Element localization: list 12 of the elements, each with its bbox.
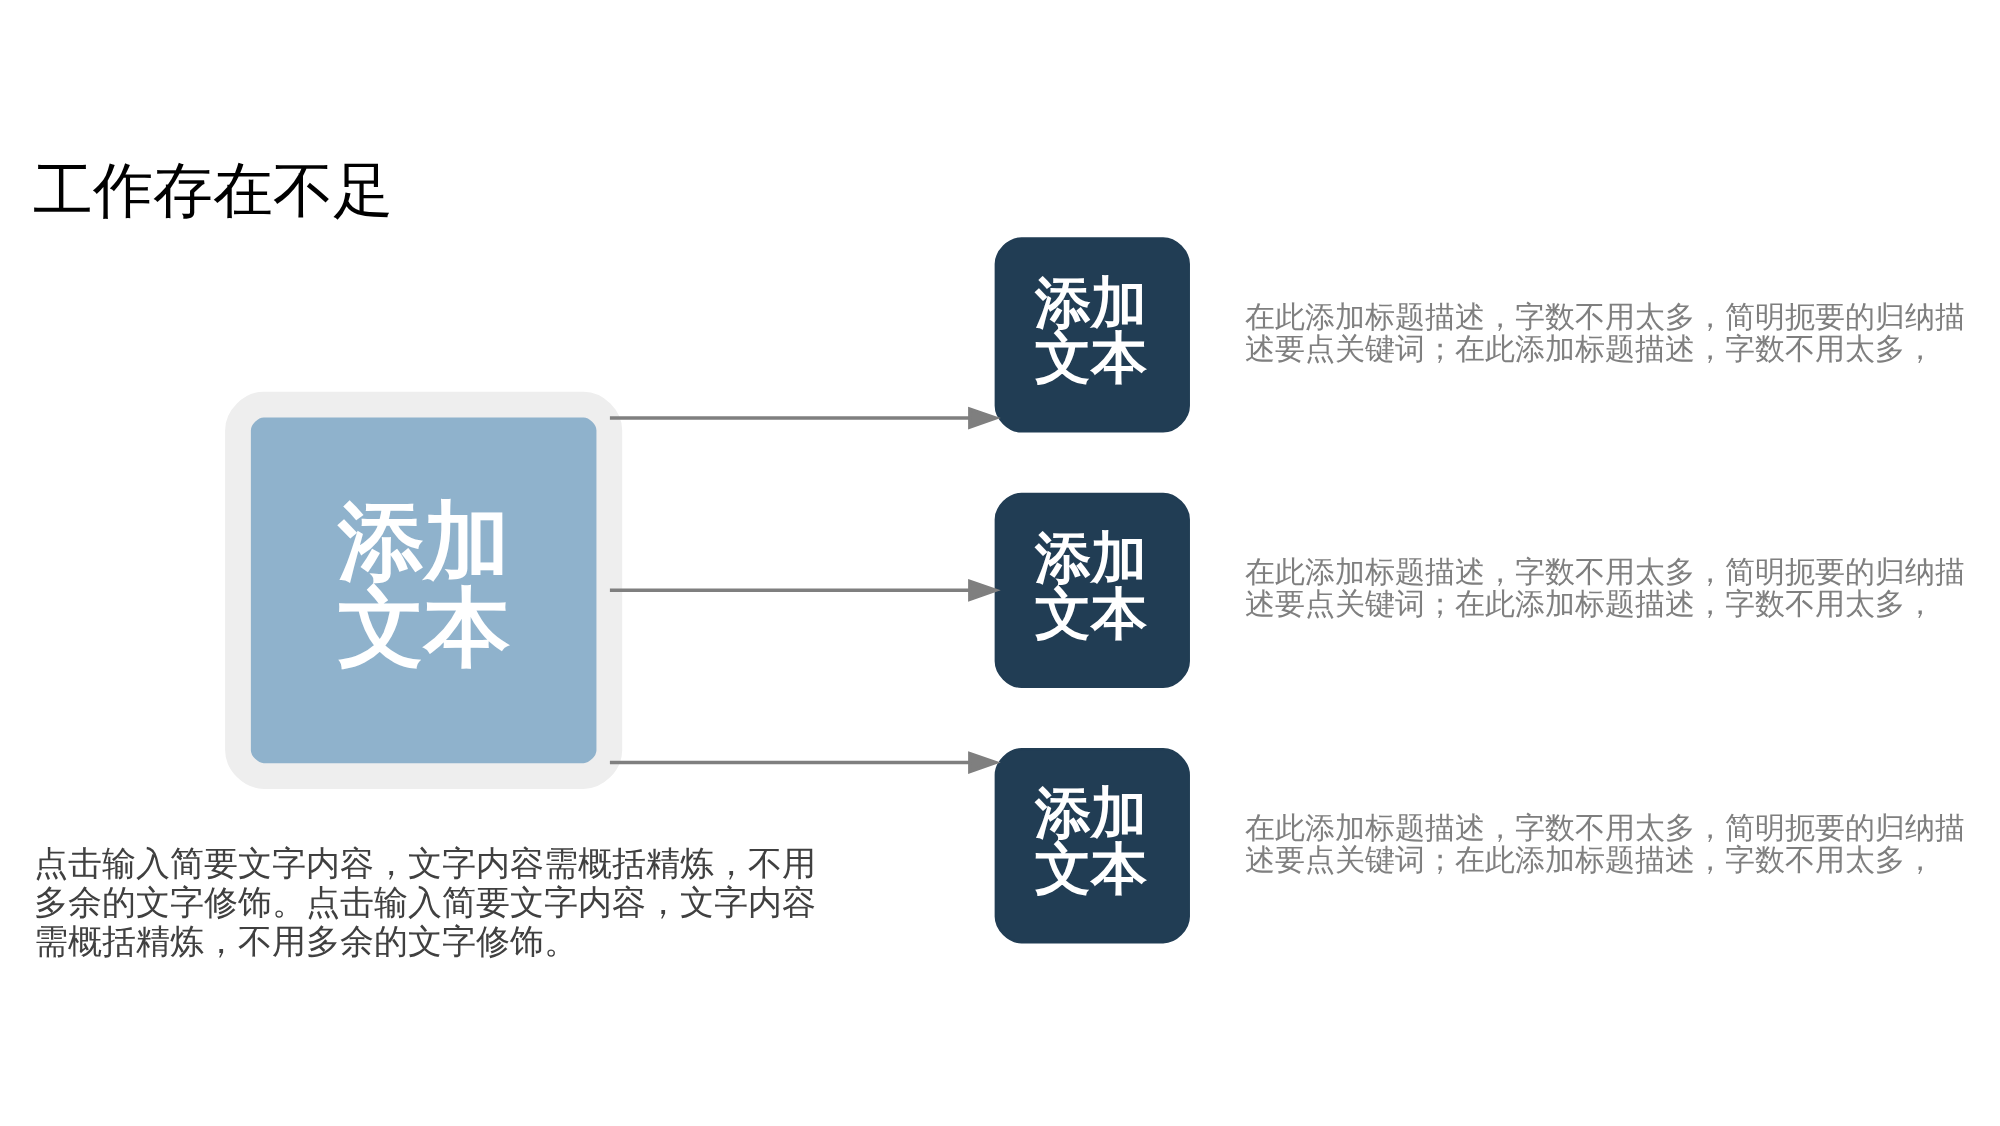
label: 点击输入简要文字内容，文字内容需概括精炼，不用多余的文字修饰。点击输入简要文字内容，文字内容需概括精炼，不用多余的文字修饰。: [34, 842, 817, 961]
node-label: 在此添加标题描述，字数不用太多，简明扼要的归纳描述要点关键词；在此添加标题描述，字数不用太多，: [1244, 809, 1965, 877]
node-label: 在此添加标题描述，字数不用太多，简明扼要的归纳描述要点关键词；在此添加标题描述，字数不用太多，: [1244, 553, 1965, 621]
node-box: 添加文本: [994, 492, 1190, 688]
arrow: [609, 750, 1001, 774]
node-label: 在此添加标题描述，字数不用太多，简明扼要的归纳描述要点关键词；在此添加标题描述，字数不用太多，: [1244, 298, 1965, 366]
node-box: 添加文本: [225, 391, 623, 789]
arrow: [609, 578, 1001, 602]
diagram-title: 工作存在不足: [33, 154, 394, 225]
node-box: 添加文本: [994, 236, 1190, 433]
node-box: 添加文本: [994, 747, 1190, 943]
arrow: [609, 406, 1001, 429]
